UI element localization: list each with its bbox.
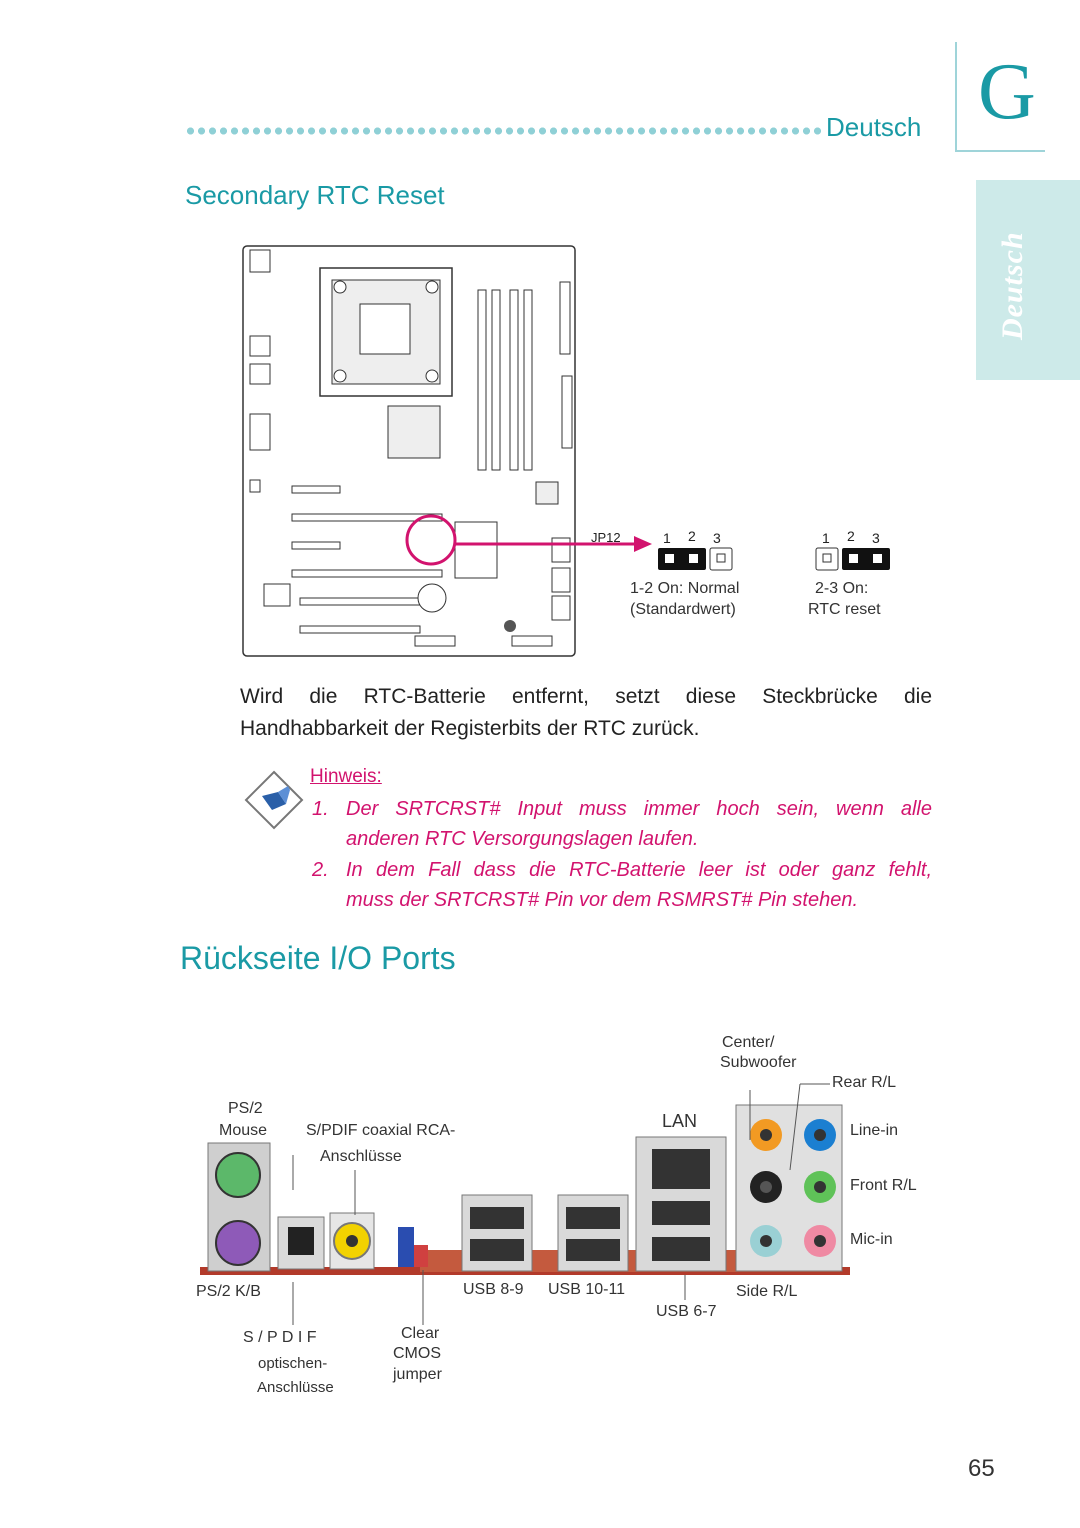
jumper-left-icon	[658, 547, 733, 571]
label-clear-2: CMOS	[393, 1345, 441, 1362]
label-rear: Rear R/L	[832, 1074, 897, 1091]
motherboard-diagram	[242, 245, 580, 657]
jumper-right-icon	[815, 547, 890, 571]
label-spdif-opt-2: optischen-	[258, 1355, 328, 1372]
label-mic-in: Mic-in	[850, 1231, 893, 1248]
label-clear-1: Clear	[401, 1325, 440, 1342]
label-center-1: Center/	[722, 1034, 775, 1051]
side-tab: Deutsch	[976, 180, 1080, 380]
callout-lines	[292, 1083, 830, 1325]
chapter-box	[955, 42, 1045, 152]
label-usb-6-7: USB 6-7	[656, 1303, 717, 1320]
rtc-body: Wird die RTC-Batterie entfernt, setzt di…	[240, 685, 932, 740]
label-center-2: Subwoofer	[720, 1054, 797, 1071]
caption-right-1: 2-3 On:	[815, 580, 869, 597]
dotted-rule	[185, 126, 825, 136]
note-item-1-num: 1.	[312, 798, 329, 820]
label-usb-10-11: USB 10-11	[548, 1281, 626, 1298]
label-ps2-mouse-1: PS/2	[228, 1100, 263, 1117]
note-item-2-line-1: In dem Fall dass die RTC-Batterie leer i…	[346, 859, 932, 881]
pin-num: 1	[822, 530, 830, 546]
label-line-in: Line-in	[850, 1122, 899, 1139]
note-item-1-line-2: anderen RTC Versorgungslagen laufen.	[346, 828, 699, 850]
label-lan: LAN	[662, 1111, 698, 1131]
label-front: Front R/L	[850, 1177, 917, 1194]
caption-right-2: RTC reset	[808, 601, 881, 618]
side-tab-label: Deutsch	[996, 231, 1029, 340]
pin-num: 3	[713, 530, 721, 546]
jumper-label: JP12	[591, 530, 621, 545]
caption-left-2: (Standardwert)	[630, 601, 736, 618]
section-word: Deutsch	[826, 112, 922, 142]
caption-left-1: 1-2 On: Normal	[630, 580, 740, 597]
pin-num: 2	[688, 528, 696, 544]
io-title: Rückseite I/O Ports	[180, 940, 456, 976]
note-item-2-line-2: muss der SRTCRST# Pin vor dem RSMRST# Pi…	[346, 889, 859, 911]
label-side: Side R/L	[736, 1283, 798, 1300]
label-spdif-opt-1: S / P D I F	[243, 1329, 317, 1346]
pin-num: 3	[872, 530, 880, 546]
note-item-2-num: 2.	[312, 859, 329, 881]
page-number: 65	[968, 1455, 995, 1482]
label-spdif-coax-1: S/PDIF coaxial RCA-	[306, 1122, 456, 1139]
pin-num: 2	[847, 528, 855, 544]
io-panel-illustration	[200, 1104, 850, 1275]
label-usb-8-9: USB 8-9	[463, 1281, 524, 1298]
jumper-arrow	[578, 536, 652, 552]
pin-num: 1	[663, 530, 671, 546]
label-ps2-mouse-2: Mouse	[219, 1122, 268, 1139]
chapter-letter: G	[978, 48, 1036, 136]
note-title: Hinweis:	[310, 766, 382, 787]
label-clear-3: jumper	[393, 1366, 442, 1383]
label-spdif-coax-2: Anschlüsse	[320, 1148, 402, 1165]
rtc-title: Secondary RTC Reset	[185, 180, 445, 210]
note-item-1-line-1: Der SRTCRST# Input muss immer hoch sein,…	[346, 798, 932, 820]
label-ps2-kb: PS/2 K/B	[196, 1283, 261, 1300]
label-spdif-opt-3: Anschlüsse	[257, 1379, 334, 1396]
note-icon	[244, 770, 304, 830]
